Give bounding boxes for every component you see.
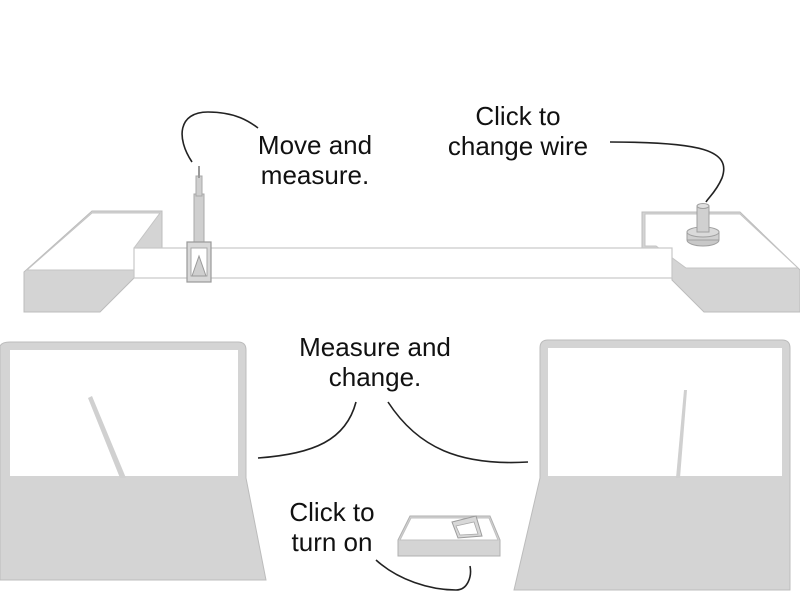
- label-meters-line2: change.: [329, 362, 422, 392]
- leader-lines: [181, 111, 725, 591]
- meters-leader-left: [257, 401, 357, 459]
- label-meters-line1: Measure and: [299, 332, 451, 362]
- wire-selector-knob-icon[interactable]: [686, 203, 720, 247]
- probe-clip-icon[interactable]: [186, 166, 212, 283]
- label-wire-line2: change wire: [448, 131, 588, 161]
- label-probe-line1: Move and: [258, 130, 372, 160]
- meters-leader-right: [387, 401, 529, 464]
- label-probe: Move and measure.: [258, 130, 372, 190]
- label-wire: Click to change wire: [448, 101, 588, 161]
- right-meter-icon[interactable]: [513, 339, 791, 591]
- test-wire[interactable]: [133, 247, 673, 279]
- right-terminal-block: [641, 211, 800, 313]
- label-probe-line2: measure.: [261, 160, 369, 190]
- label-switch-line2: turn on: [292, 527, 373, 557]
- switch-leader-line: [375, 559, 472, 591]
- label-meters: Measure and change.: [299, 332, 451, 392]
- left-meter-icon[interactable]: [0, 341, 267, 581]
- left-terminal-block: [23, 210, 163, 313]
- wire-leader-line: [609, 141, 725, 203]
- left-meter-needle: [88, 396, 126, 478]
- label-switch: Click to turn on: [289, 497, 374, 557]
- right-meter-needle: [676, 390, 687, 478]
- probe-leader-line: [181, 111, 259, 163]
- label-wire-line1: Click to: [475, 101, 560, 131]
- power-switch-icon[interactable]: [397, 515, 501, 557]
- label-switch-line1: Click to: [289, 497, 374, 527]
